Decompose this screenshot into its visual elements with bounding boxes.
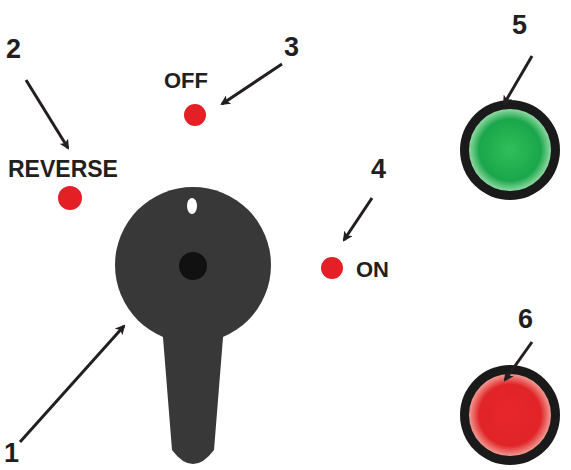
position-label: REVERSE [8, 158, 118, 181]
on-indicator [321, 257, 343, 279]
callout-number: 4 [371, 156, 386, 183]
callout-number: 6 [518, 306, 533, 333]
position-label: ON [356, 259, 389, 281]
leader-arrows [20, 56, 532, 442]
selector-knob [115, 187, 271, 464]
callout-number: 5 [512, 12, 527, 39]
callout-number: 1 [4, 440, 19, 467]
callout-number: 2 [6, 36, 21, 63]
red-button [460, 365, 560, 465]
callout-number: 3 [284, 34, 299, 61]
position-label: OFF [164, 70, 208, 92]
off-indicator [184, 104, 206, 126]
green-button [460, 100, 560, 200]
reverse-indicator [58, 186, 82, 210]
